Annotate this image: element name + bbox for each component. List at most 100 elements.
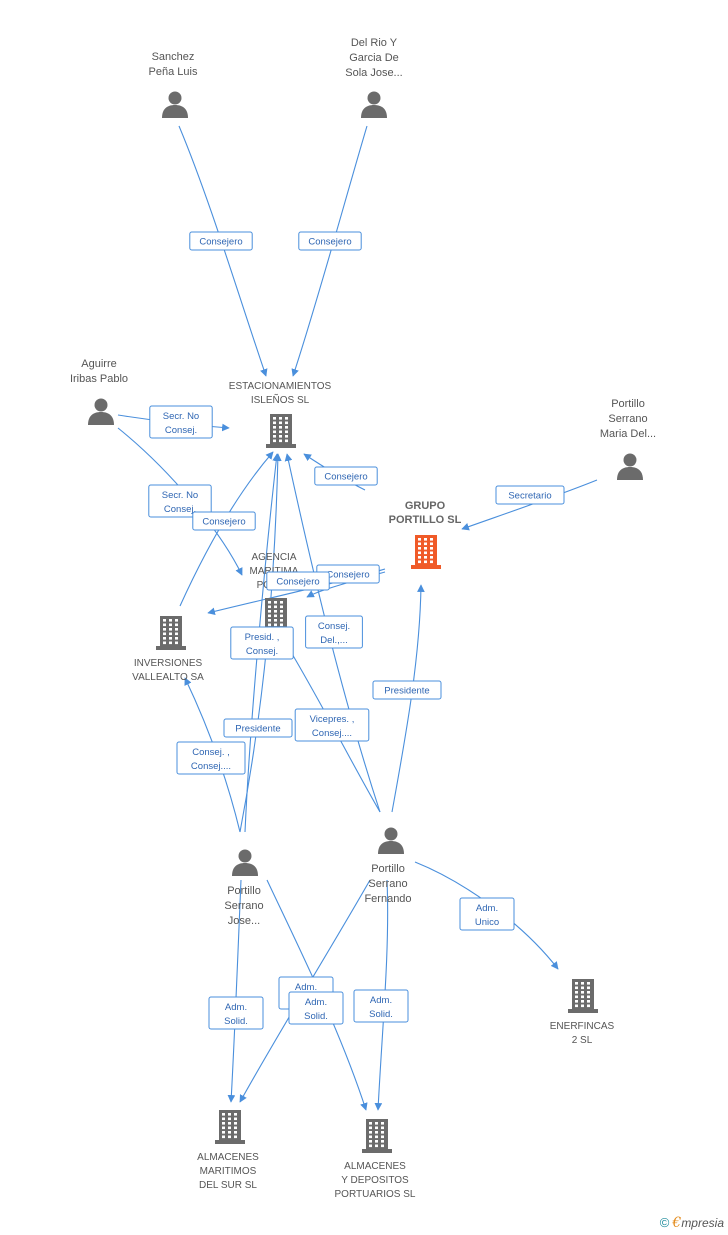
relation-label-text: Solid. — [224, 1016, 248, 1027]
node-label-line: Aguirre — [81, 358, 116, 370]
node-label-line: VALLEALTO SA — [132, 672, 204, 683]
node-label-line: Iribas Pablo — [70, 373, 128, 385]
node-label: INVERSIONES VALLEALTO SA — [132, 658, 204, 683]
edge-arrow-17 — [227, 879, 242, 1103]
relation-label-text: Consejero — [276, 577, 319, 588]
relation-label-box — [223, 718, 293, 738]
node-label-line: Garcia De — [349, 52, 399, 64]
node-label-line: ALMACENES — [344, 1161, 406, 1172]
relation-label-e12[interactable]: Presidente — [223, 718, 293, 738]
relation-label-e6[interactable]: Consejero — [314, 466, 378, 486]
person-icon — [378, 827, 404, 854]
node-label-line: Fernando — [364, 893, 411, 905]
empresia-logo-e: € — [672, 1215, 682, 1231]
relation-label-e19[interactable]: Adm. Solid. — [288, 991, 344, 1025]
company-node-agencia[interactable]: AGENCIAMARITIMAPORT... — [250, 552, 299, 632]
node-label-line: GRUPO — [405, 500, 446, 512]
person-node-delrio[interactable]: Del Rio Y Garcia De Sola Jose... — [345, 37, 403, 118]
relation-label-text: Adm. — [305, 997, 327, 1008]
relation-label-box — [189, 231, 253, 251]
relation-label-text: Consej.... — [191, 761, 231, 772]
edge-arrow-13 — [391, 584, 425, 813]
node-label-line: Sola Jose... — [345, 67, 402, 79]
node-label-line: ENERFINCAS — [550, 1021, 615, 1032]
relation-label-e9[interactable]: Consejero — [266, 571, 330, 591]
relation-label-text: Adm. — [295, 982, 317, 993]
node-label-line: Serrano — [368, 878, 407, 890]
relation-label-e13[interactable]: Presidente — [372, 680, 442, 700]
node-label-line: DEL SUR SL — [199, 1180, 257, 1191]
relation-label-e14[interactable]: Vicepres. , Consej.... — [294, 708, 370, 742]
relation-label-text: Consejero — [324, 472, 367, 483]
node-label-line: Peña Luis — [149, 66, 198, 78]
relation-label-e7[interactable]: Secretario — [495, 485, 565, 505]
relation-label-text: Adm. — [370, 995, 392, 1006]
relation-label-e1[interactable]: Consejero — [189, 231, 253, 251]
relation-label-e16[interactable]: Adm. Unico — [459, 897, 515, 931]
copyright-footer: ©€mpresia — [660, 1215, 724, 1231]
relation-label-text: Presid. , — [245, 632, 280, 643]
person-icon — [361, 91, 387, 118]
relation-label-box — [288, 991, 344, 1025]
relation-label-e20[interactable]: Adm. Solid. — [353, 989, 409, 1023]
node-label-line: Portillo — [227, 885, 261, 897]
person-icon — [232, 849, 258, 876]
relation-label-e15[interactable]: Consej. ,Consej.... — [176, 741, 246, 775]
node-label-line: Serrano — [224, 900, 263, 912]
relation-label-text: Unico — [475, 917, 499, 928]
relation-label-text: Vicepres. , — [310, 714, 355, 725]
relation-label-text: Solid. — [369, 1009, 393, 1020]
relation-label-text: Consej.... — [312, 728, 352, 739]
relation-label-text: Adm. — [225, 1002, 247, 1013]
node-label-line: INVERSIONES — [134, 658, 203, 669]
copyright-symbol: © — [659, 1215, 670, 1230]
building-icon — [266, 414, 296, 448]
relation-label-e10[interactable]: Presid. , Consej. — [230, 626, 294, 660]
relation-label-box — [149, 405, 213, 439]
relation-label-e17[interactable]: Adm. Solid. — [208, 996, 264, 1030]
person-icon — [617, 453, 643, 480]
relation-label-e2[interactable]: Consejero — [298, 231, 362, 251]
relation-label-e5[interactable]: Consejero — [192, 511, 256, 531]
relation-label-text: Adm. — [476, 903, 498, 914]
node-label-line: ALMACENES — [197, 1152, 259, 1163]
relation-label-box — [305, 615, 363, 649]
node-label-line: Del Rio Y — [351, 37, 398, 49]
relation-label-box — [294, 708, 370, 742]
relation-label-box — [314, 466, 378, 486]
relation-label-box — [372, 680, 442, 700]
node-label: Del Rio Y Garcia De Sola Jose... — [345, 37, 402, 79]
node-label-line: Portillo — [371, 863, 405, 875]
company-node-inversiones[interactable]: INVERSIONES VALLEALTO SA — [132, 616, 204, 683]
relation-label-text: Consej. — [318, 621, 350, 632]
relation-label-text: Consej. — [246, 646, 278, 657]
relation-label-text: Solid. — [304, 1011, 328, 1022]
relation-label-e11[interactable]: Consej.Del.,... — [305, 615, 363, 649]
building-icon — [362, 1119, 392, 1153]
relation-label-text: Secr. No — [163, 411, 199, 422]
relation-label-text: Consejero — [326, 570, 369, 581]
node-label-line: Serrano — [608, 413, 647, 425]
node-label-line: Y DEPOSITOS — [341, 1175, 409, 1186]
relation-label-box — [148, 484, 212, 518]
